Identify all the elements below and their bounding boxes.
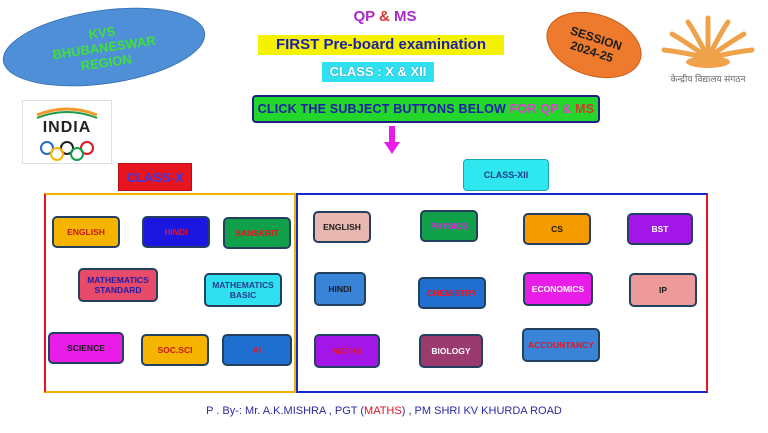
class-x-science-button[interactable]: SCIENCE [48,332,124,364]
class-xii-english-button[interactable]: ENGLISH [313,211,371,243]
class-x-hindi-button[interactable]: HINDI [142,216,210,248]
india-text: INDIA [42,119,92,136]
subject-label: ENGLISH [67,227,105,237]
subject-label: MATHEMATICS STANDARD [87,275,149,295]
heading-ms: MS [394,8,417,25]
instruction-qp: QP [540,102,559,116]
subject-label: HINDI [328,284,352,294]
instruction-banner: CLICK THE SUBJECT BUTTONS BELOW FOR QP &… [252,95,600,123]
subject-label: IP [658,285,668,295]
subject-label: ACCOUNTANCY [528,340,594,350]
class-xii-chemistry-button[interactable]: CHEMISTRY [418,277,486,309]
subject-label: SCIENCE [67,343,105,353]
heading-qp-ms: QP & MS [340,8,430,25]
class-xii-maths-button[interactable]: MATHS [314,334,380,368]
class-x-ai-button[interactable]: AI [222,334,292,366]
instruction-amp: & [558,102,576,116]
subject-label: MATHEMATICS BASIC [212,280,274,300]
class-x-sanskrit-button[interactable]: SANSKRIT [223,217,291,249]
class-xii-cs-button[interactable]: CS [523,213,591,245]
class-xii-panel [296,193,708,393]
subject-label: CHEMISTRY [427,288,477,298]
subject-label: HINDI [164,227,188,237]
footer-part1: P . By-: Mr. A.K.MISHRA , PGT ( [206,405,365,417]
kvs-caption: केन्द्रीय विद्यालय संगठन [670,74,746,84]
class-x-panel [44,193,296,393]
exam-title: FIRST Pre-board examination [258,35,504,55]
subject-label: CS [551,224,563,234]
class-xii-physics-button[interactable]: PHYSICS [420,210,478,242]
class-x-maths-standard-button[interactable]: MATHEMATICS STANDARD [78,268,158,302]
class-x-label: CLASS-X [118,163,192,191]
heading-qp: QP [353,8,375,25]
olympic-rings-icon [40,141,94,161]
region-text: KVS BHUBANESWAR REGION [51,22,157,73]
subject-label: BIOLOGY [431,346,471,356]
class-xii-bst-button[interactable]: BST [627,213,693,245]
class-xii-hindi-button[interactable]: HINDI [314,272,366,306]
class-xii-accountancy-button[interactable]: ACCOUNTANCY [522,328,600,362]
instruction-main: CLICK THE SUBJECT BUTTONS BELOW [257,102,506,116]
subject-label: ECONOMICS [531,284,585,294]
kvs-logo-icon [661,15,755,68]
class-x-english-button[interactable]: ENGLISH [52,216,120,248]
instruction-for: FOR [506,102,541,116]
footer-credit: P . By-: Mr. A.K.MISHRA , PGT (MATHS) , … [0,405,768,417]
class-title: CLASS : X & XII [322,62,434,82]
session-text: SESSION 2024-25 [568,23,624,66]
india-flag-stripes-icon [36,107,98,119]
footer-maths: MATHS [364,405,402,417]
heading-amp: & [379,8,390,25]
subject-label: SANSKRIT [235,228,279,238]
subject-label: SOC.SCI [157,345,193,355]
instruction-ms: MS [575,102,595,116]
subject-label: PHYSICS [430,221,468,231]
class-xii-ip-button[interactable]: IP [629,273,697,307]
class-xii-biology-button[interactable]: BIOLOGY [419,334,483,368]
india-olympic-logo: INDIA [22,100,112,164]
subject-label: BST [651,224,669,234]
class-xii-economics-button[interactable]: ECONOMICS [523,272,593,306]
subject-label: ENGLISH [323,222,361,232]
class-x-maths-basic-button[interactable]: MATHEMATICS BASIC [204,273,282,307]
region-badge: KVS BHUBANESWAR REGION [0,0,211,98]
footer-part3: ) , PM SHRI KV KHURDA ROAD [401,405,562,417]
arrow-down-icon [384,126,400,154]
class-xii-label: CLASS-XII [463,159,549,191]
subject-label: AI [252,345,262,355]
subject-label: MATHS [332,346,362,356]
class-x-socsci-button[interactable]: SOC.SCI [141,334,209,366]
session-badge: SESSION 2024-25 [537,0,651,90]
